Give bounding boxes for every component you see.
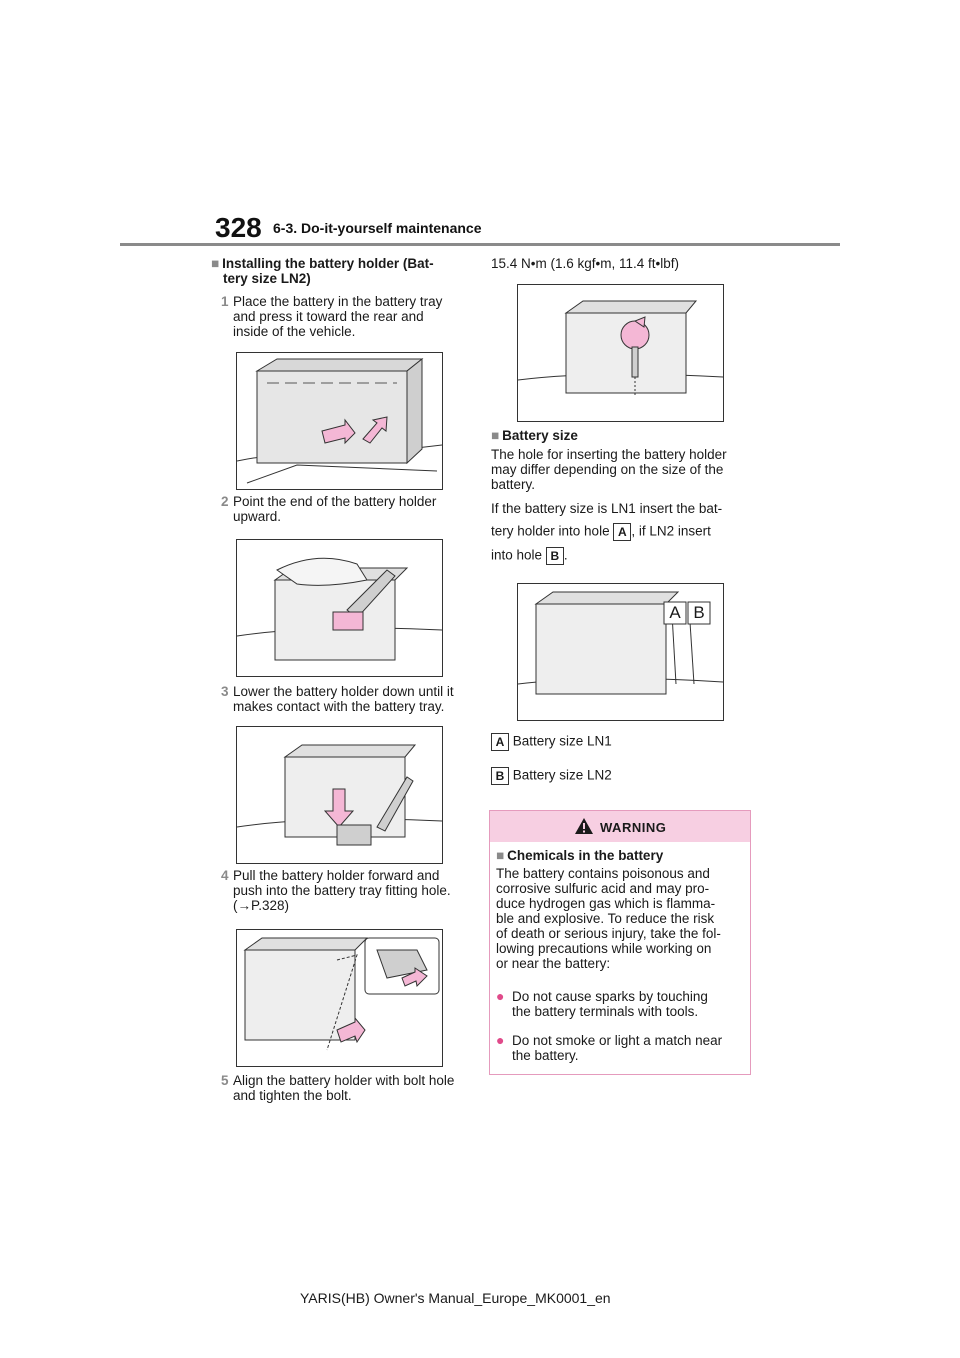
label-a-box: A <box>613 523 632 541</box>
warning-title: WARNING <box>600 820 667 835</box>
figure-step-3 <box>236 726 443 864</box>
square-bullet-icon: ■ <box>211 256 220 271</box>
battery-size-para1: The hole for inserting the battery holde… <box>491 447 727 492</box>
battery-size-heading: ■Battery size <box>491 428 578 443</box>
warning-bullet-2: ● Do not smoke or light a match near the… <box>496 1032 723 1064</box>
figure-label-a: A <box>669 603 681 622</box>
legend-label-a-box: A <box>491 733 509 751</box>
label-b-box: B <box>545 547 564 565</box>
warning-body: The battery contains poisonous and corro… <box>496 866 721 971</box>
figure-step-2 <box>236 539 443 677</box>
legend-a: A Battery size LN1 <box>491 733 612 751</box>
footer-manual-id: YARIS(HB) Owner's Manual_Europe_MK0001_e… <box>300 1290 611 1306</box>
warning-triangle-icon <box>575 818 593 834</box>
figure-step-4 <box>236 929 443 1067</box>
page-number: 328 <box>215 212 262 243</box>
step-1: 1 Place the battery in the battery tray … <box>221 294 443 339</box>
figure-battery-size: A B <box>517 583 724 721</box>
warning-subheading: ■Chemicals in the battery <box>496 848 664 863</box>
legend-b: B Battery size LN2 <box>491 767 612 785</box>
header-rule <box>120 243 840 246</box>
legend-label-b-box: B <box>491 767 509 785</box>
figure-step-5-bolt <box>517 284 724 422</box>
section-title: 6-3. Do-it-yourself maintenance <box>273 220 482 236</box>
step-3: 3 Lower the battery holder down until it… <box>221 684 454 714</box>
battery-size-para2: If the battery size is LN1 insert the ba… <box>491 501 723 565</box>
torque-value: 15.4 N•m (1.6 kgf•m, 11.4 ft•lbf) <box>491 256 679 271</box>
step-2: 2 Point the end of the battery holder up… <box>221 494 437 524</box>
figure-step-1 <box>236 352 443 490</box>
figure-label-b: B <box>693 603 705 622</box>
square-bullet-icon: ■ <box>491 428 500 443</box>
warning-header: WARNING <box>490 811 750 842</box>
warning-bullet-1: ● Do not cause sparks by touching the ba… <box>496 988 708 1020</box>
bullet-dot-icon: ● <box>496 1032 505 1048</box>
warning-box: WARNING ■Chemicals in the battery The ba… <box>489 810 751 1075</box>
bullet-dot-icon: ● <box>496 988 505 1004</box>
step-5: 5 Align the battery holder with bolt hol… <box>221 1073 455 1103</box>
step-4: 4 Pull the battery holder forward and pu… <box>221 868 451 913</box>
heading-install-holder: ■Installing the battery holder (Bat- ter… <box>211 256 434 286</box>
square-bullet-icon: ■ <box>496 848 505 863</box>
